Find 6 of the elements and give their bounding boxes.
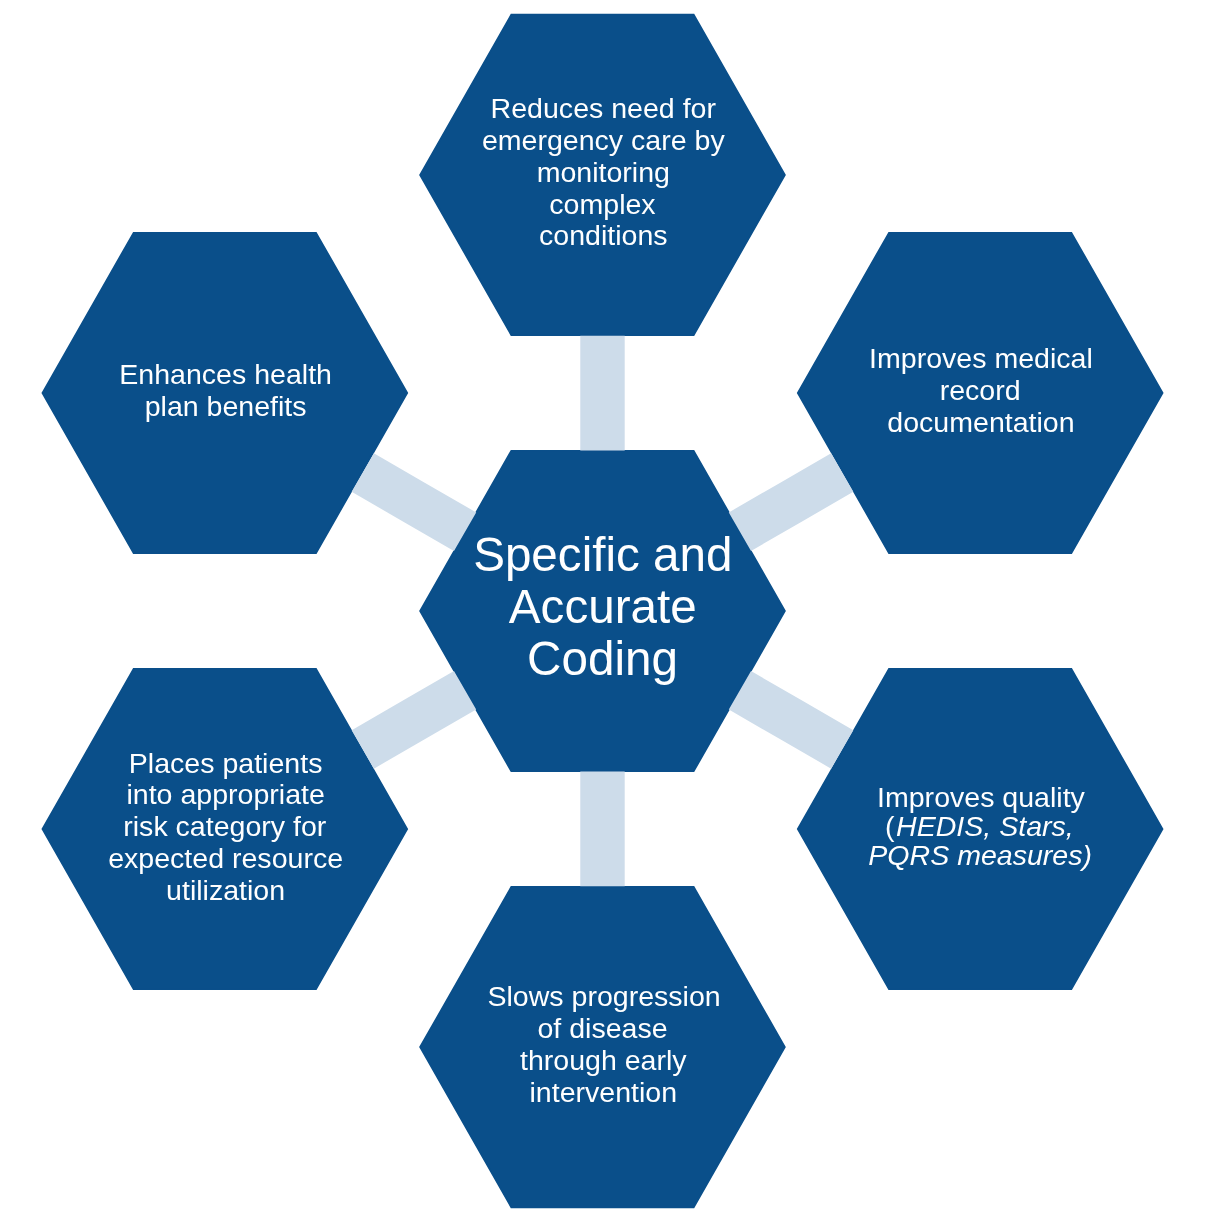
connector: [580, 335, 625, 451]
connector: [351, 671, 477, 769]
connector: [580, 771, 625, 887]
connector: [351, 453, 477, 551]
connector: [728, 453, 854, 551]
connector: [728, 671, 854, 769]
